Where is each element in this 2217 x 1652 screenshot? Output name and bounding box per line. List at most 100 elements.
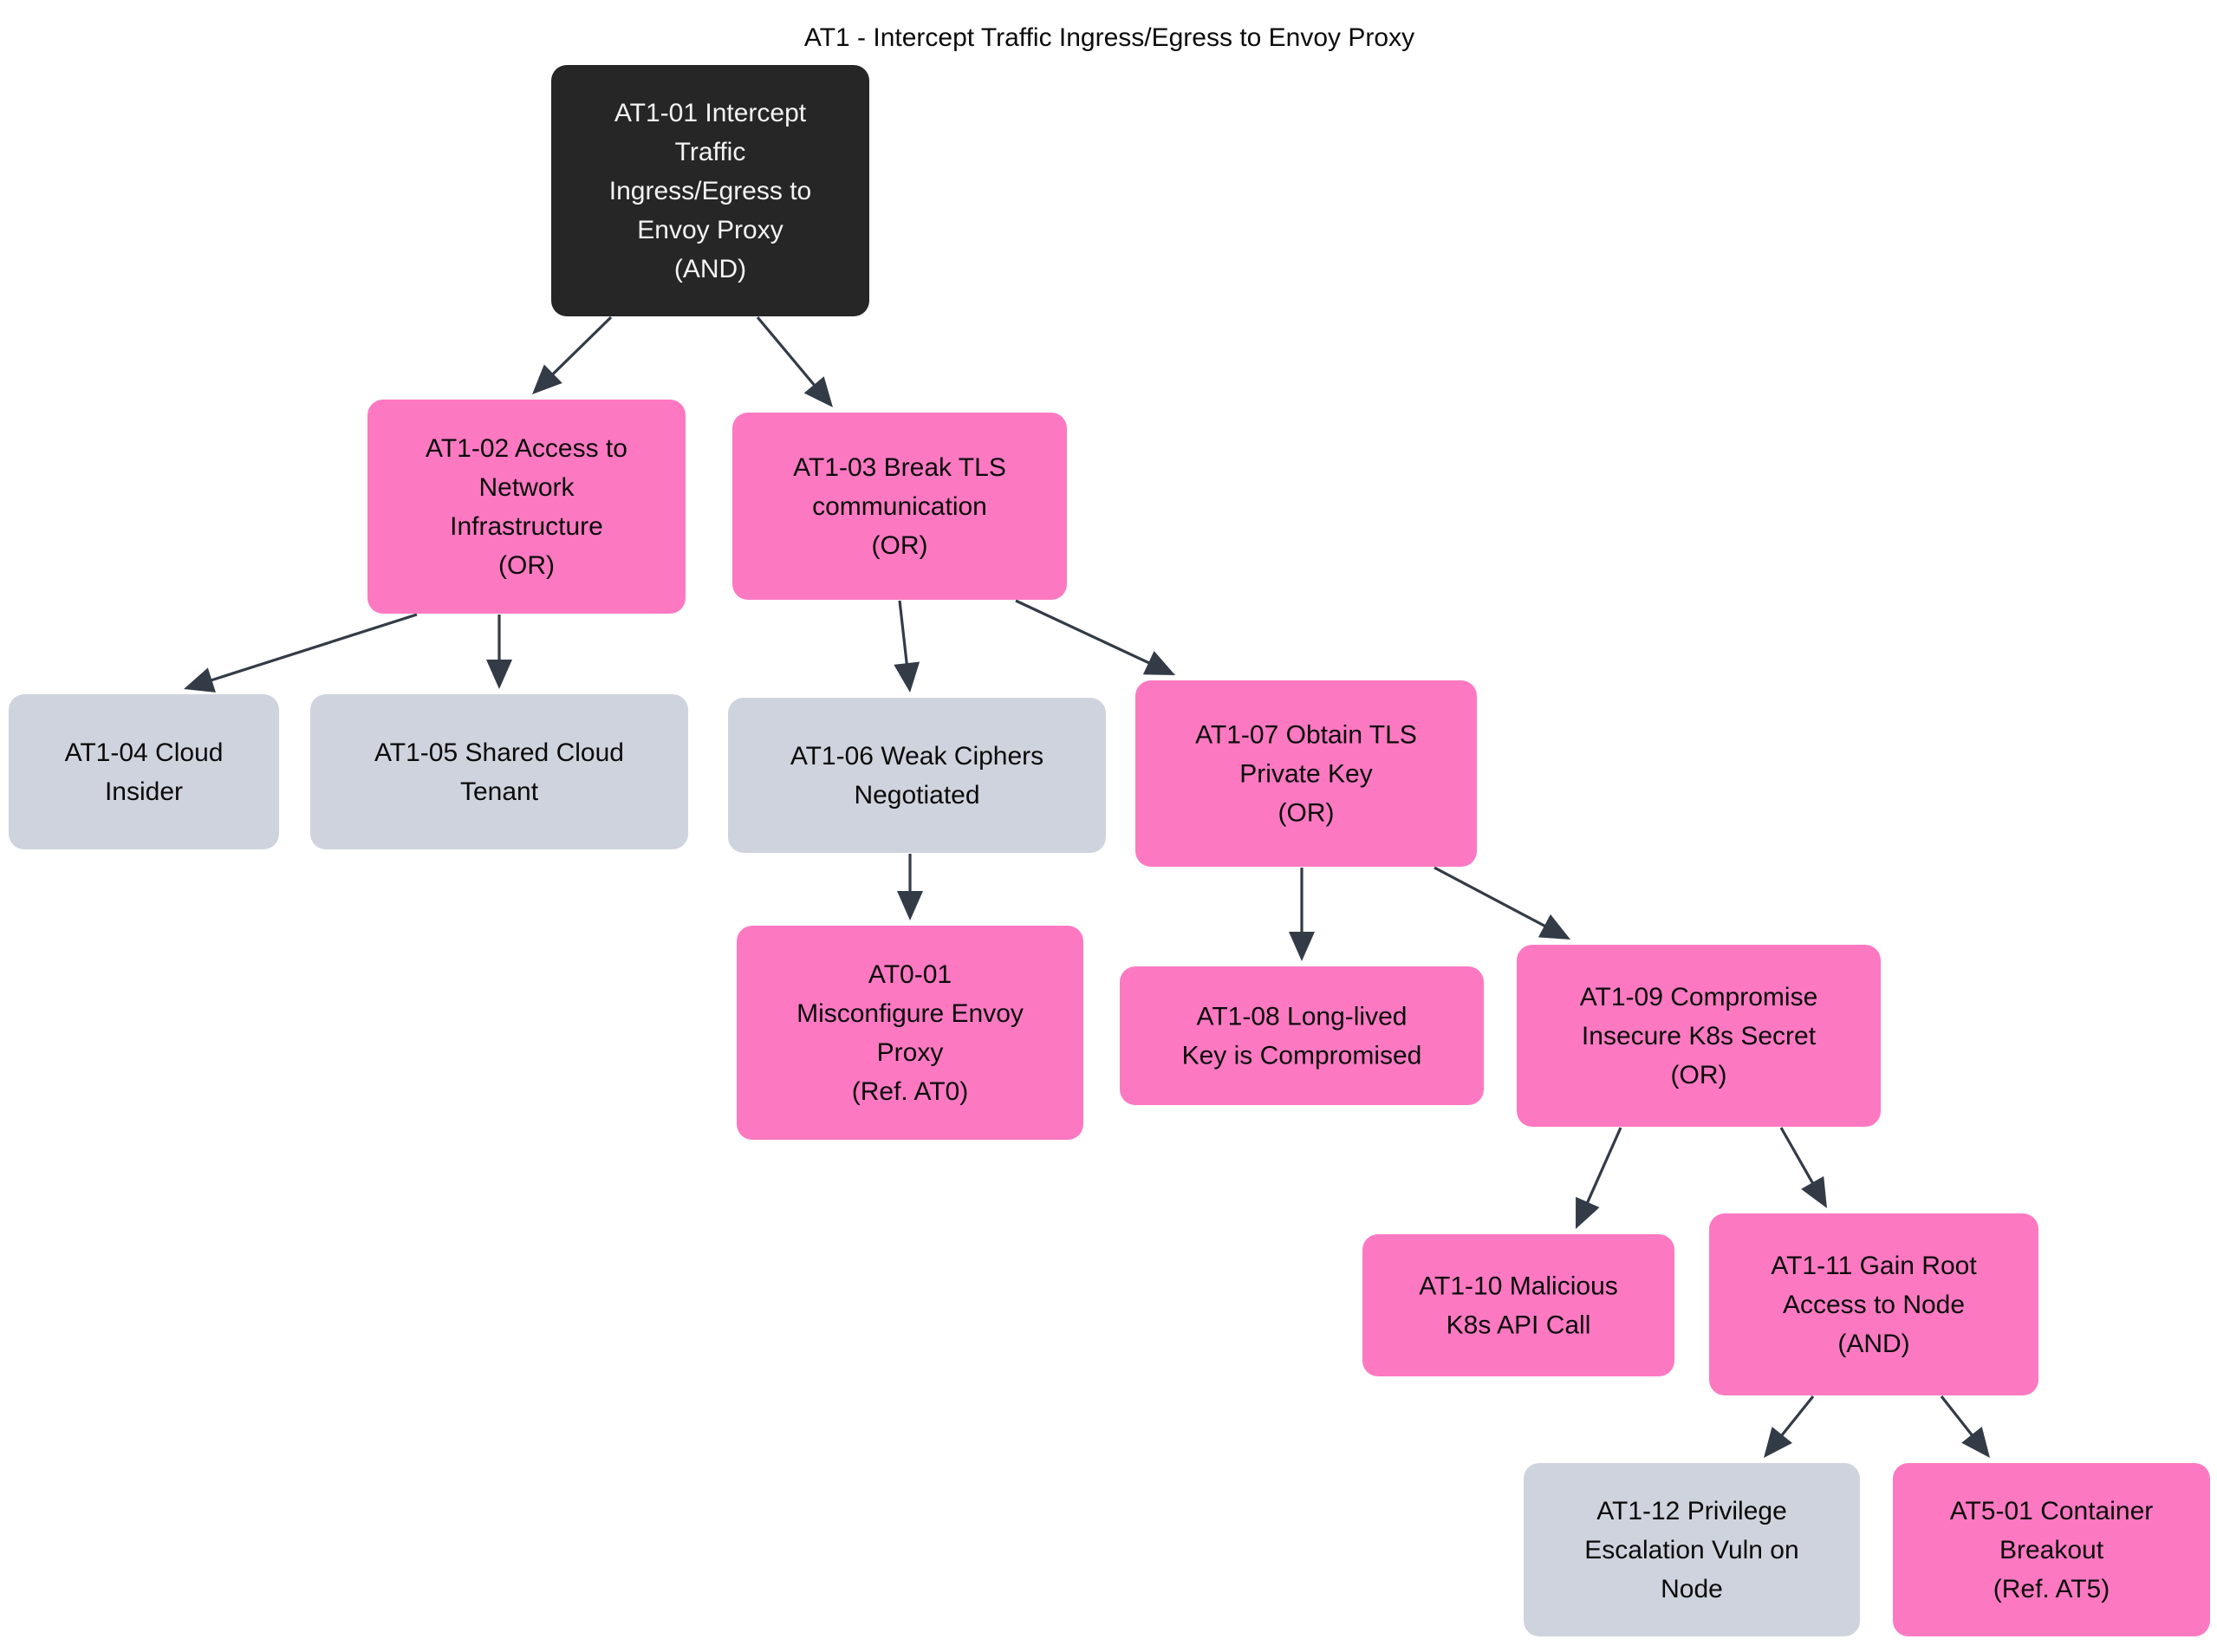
edge-arrowhead (894, 661, 920, 693)
tree-node-at1-02[interactable]: AT1-02 Access toNetworkInfrastructure(OR… (367, 400, 686, 614)
node-shape[interactable] (1893, 1463, 2210, 1636)
node-label-line: AT1-10 Malicious (1419, 1272, 1618, 1300)
tree-edge (1576, 1127, 1622, 1229)
node-shape[interactable] (732, 413, 1067, 600)
node-label-line: communication (812, 492, 987, 521)
node-label-line: Insecure K8s Secret (1582, 1022, 1817, 1050)
tree-edge (897, 854, 923, 920)
node-label-line: (OR) (1671, 1061, 1727, 1089)
edge-line (898, 600, 909, 669)
node-label-line: Breakout (1999, 1536, 2104, 1564)
node-label-line: (AND) (674, 255, 746, 283)
node-label-line: (AND) (1837, 1330, 1909, 1358)
node-shape[interactable] (9, 694, 279, 849)
tree-edge (1764, 1395, 1815, 1458)
node-label-line: Private Key (1239, 759, 1372, 788)
node-shape[interactable] (1120, 966, 1484, 1105)
node-label-line: AT1-12 Privilege (1596, 1497, 1787, 1525)
edge-line (1779, 1127, 1817, 1188)
node-shape[interactable] (1524, 1463, 1860, 1636)
node-label-line: Node (1661, 1575, 1723, 1603)
node-label-line: (OR) (1278, 798, 1335, 827)
edge-line (1940, 1395, 1976, 1441)
node-label-line: (Ref. AT0) (852, 1077, 968, 1106)
node-label-line: AT1-03 Break TLS (793, 453, 1006, 482)
node-label-line: AT1-08 Long-lived (1197, 1002, 1408, 1031)
node-label-line: Escalation Vuln on (1584, 1536, 1798, 1564)
node-label-line: AT1-09 Compromise (1580, 983, 1818, 1011)
tree-node-at1-03[interactable]: AT1-03 Break TLS communication (OR) (732, 413, 1067, 600)
edge-arrowhead (1801, 1176, 1827, 1208)
edge-line (1015, 599, 1154, 667)
edge-line (548, 315, 613, 379)
node-shape[interactable] (367, 400, 686, 614)
node-shape[interactable] (737, 926, 1083, 1140)
node-shape[interactable] (551, 65, 869, 316)
edge-arrowhead (184, 667, 216, 693)
tree-edge (532, 315, 613, 394)
node-label-line: (OR) (498, 551, 555, 580)
node-label-line: Envoy Proxy (637, 216, 783, 244)
node-label-line: Infrastructure (450, 512, 603, 541)
edges-layer (184, 315, 1990, 1458)
node-label-line: AT1-04 Cloud (65, 738, 224, 767)
node-label-line: Network (478, 473, 575, 502)
edge-line (206, 613, 418, 683)
edge-arrowhead (803, 376, 833, 407)
edge-arrowhead (1289, 932, 1315, 961)
tree-edge (486, 615, 512, 689)
edge-arrowhead (532, 364, 562, 394)
node-label-line: Insider (105, 777, 183, 806)
node-shape[interactable] (1709, 1213, 2038, 1395)
node-label-line: Key is Compromised (1182, 1041, 1422, 1070)
diagram-title: AT1 - Intercept Traffic Ingress/Egress t… (804, 23, 1414, 52)
node-label-line: AT1-01 Intercept (614, 99, 807, 127)
node-label-line: Negotiated (854, 781, 979, 810)
node-shape[interactable] (728, 698, 1106, 853)
edge-arrowhead (486, 660, 512, 689)
tree-edge (1940, 1395, 1990, 1458)
tree-edge (894, 600, 920, 693)
node-label-line: Ingress/Egress to (609, 177, 811, 205)
tree-node-at1-07[interactable]: AT1-07 Obtain TLS Private Key (OR) (1135, 680, 1477, 867)
node-label-line: (OR) (872, 531, 928, 560)
node-label-line: AT1-06 Weak Ciphers (790, 742, 1043, 771)
tree-edge (184, 613, 418, 693)
edge-line (756, 315, 819, 390)
edge-arrowhead (1142, 651, 1175, 675)
node-label-line: (Ref. AT5) (1993, 1575, 2110, 1603)
edge-arrowhead (1538, 914, 1570, 940)
edge-line (1778, 1395, 1815, 1441)
node-shape[interactable] (1517, 945, 1881, 1127)
node-shape[interactable] (310, 694, 688, 849)
edge-arrowhead (1764, 1427, 1792, 1458)
node-label-line: AT1-05 Shared Cloud (374, 738, 624, 767)
tree-edge (1434, 866, 1570, 940)
tree-edge (1779, 1127, 1827, 1208)
node-shape[interactable] (1135, 680, 1477, 867)
edge-line (1434, 866, 1550, 930)
tree-edge (756, 315, 833, 407)
edge-arrowhead (1576, 1196, 1600, 1229)
node-label-line: Traffic (675, 138, 746, 166)
tree-edge (1015, 599, 1175, 675)
node-label-line: AT1-11 Gain Root (1771, 1252, 1977, 1280)
node-shape[interactable] (1362, 1234, 1674, 1376)
node-label-line: AT1-07 Obtain TLS (1195, 720, 1417, 749)
node-label-line: K8s API Call (1447, 1311, 1591, 1339)
node-label-line: Proxy (877, 1038, 944, 1067)
